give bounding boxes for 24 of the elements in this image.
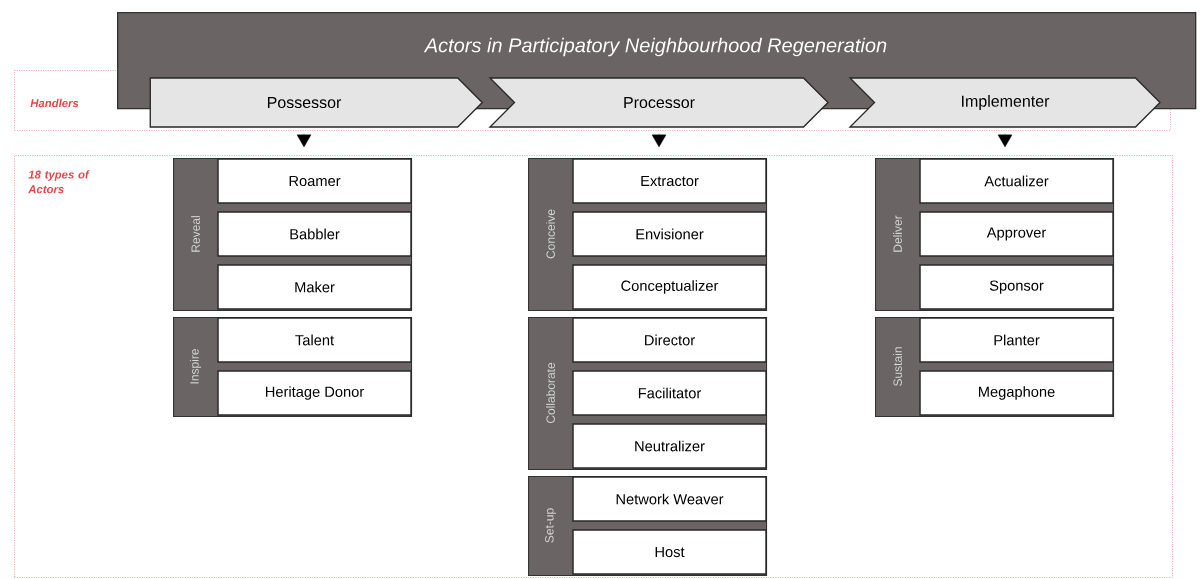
actor-box: Approver [919, 211, 1114, 257]
stage-banner: Possessor [149, 77, 484, 128]
arrow [296, 133, 312, 148]
actor-box: Host [572, 529, 767, 575]
stage-banner: Implementer [848, 77, 1161, 128]
actor-box: Director [572, 317, 767, 363]
actor-box: Babbler [217, 211, 412, 257]
actor-box: Sponsor [919, 264, 1114, 310]
actor-box: Heritage Donor [217, 370, 412, 416]
actor-box: Roamer [217, 158, 412, 204]
actor-box: Envisioner [572, 211, 767, 257]
arrow [997, 133, 1013, 148]
actor-box: Maker [217, 264, 412, 310]
actor-box: Actualizer [919, 158, 1114, 204]
stage-banner: Processor [488, 77, 829, 128]
actor-box: Talent [217, 317, 412, 363]
actor-box: Facilitator [572, 370, 767, 416]
actor-box: Planter [919, 317, 1114, 363]
actor-box: Megaphone [919, 370, 1114, 416]
actor-box: Neutralizer [572, 423, 767, 469]
actor-box: Network Weaver [572, 476, 767, 522]
arrow [651, 133, 667, 148]
actor-box: Conceptualizer [572, 264, 767, 310]
actor-box: Extractor [572, 158, 767, 204]
